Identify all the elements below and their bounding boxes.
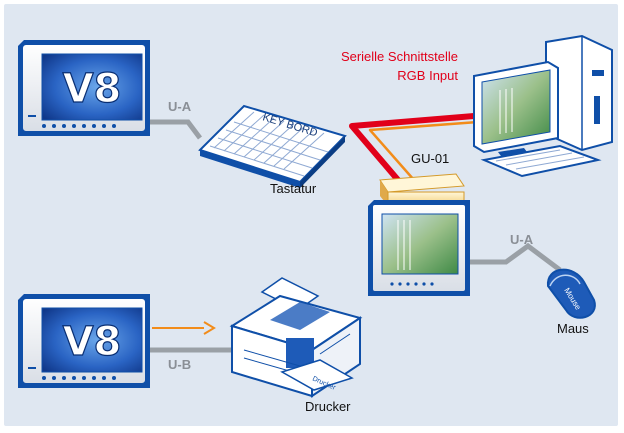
serial-interface-label: Serielle Schnittstelle <box>340 49 458 64</box>
printer-connection-label: U-B <box>168 357 192 372</box>
printer-icon <box>229 277 363 398</box>
touch-panel-icon <box>368 200 470 296</box>
arrow-icon <box>152 321 216 335</box>
bottom-panel-screen-text: V8 <box>63 319 122 365</box>
cable-rgb-orange <box>368 120 479 181</box>
keyboard-connection-label: U-A <box>168 99 192 114</box>
pc-icon <box>473 34 613 178</box>
cable-mouse <box>466 242 562 272</box>
mouse-icon <box>546 268 596 319</box>
cable-keyboard <box>150 119 202 140</box>
mouse-label: Maus <box>557 321 589 336</box>
hmi-panel-icon <box>18 294 150 388</box>
keyboard-icon <box>198 104 347 188</box>
keyboard-label: Tastatur <box>270 181 317 196</box>
gu01-label: GU-01 <box>411 151 450 166</box>
rgb-input-label: RGB Input <box>397 68 458 83</box>
printer-label: Drucker <box>305 399 351 414</box>
cable-serial-red <box>349 113 475 182</box>
top-panel-screen-text: V8 <box>63 66 122 112</box>
hmi-panel-icon <box>18 40 150 136</box>
mouse-connection-label: U-A <box>510 232 534 247</box>
